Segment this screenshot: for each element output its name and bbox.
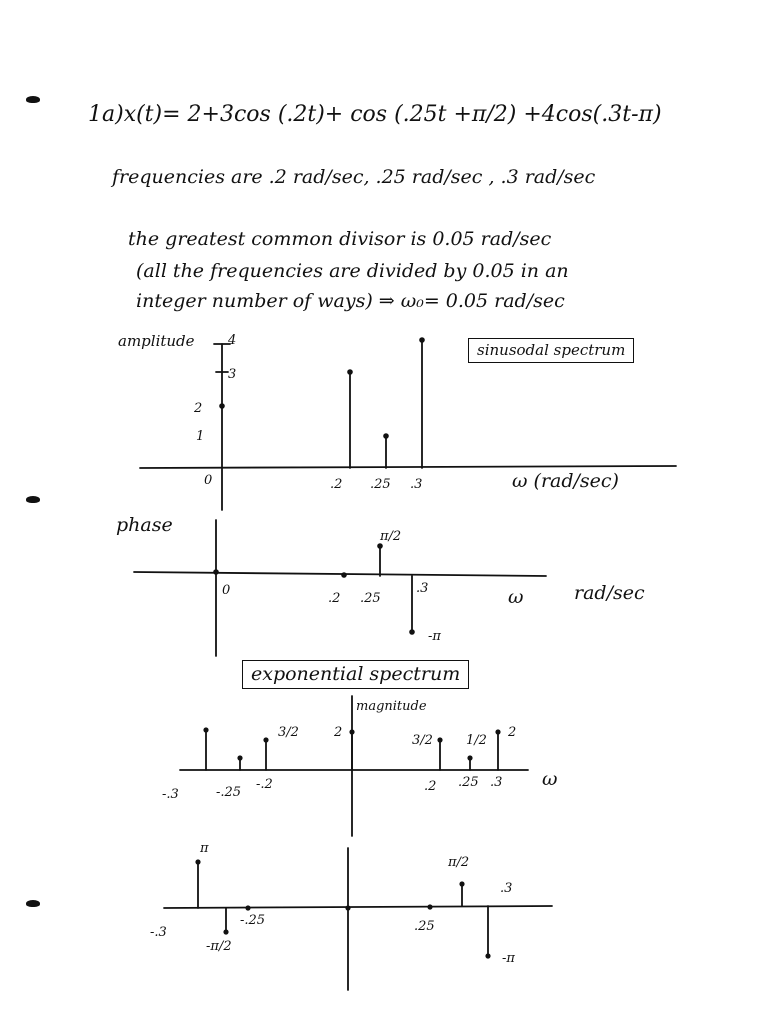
exp-mag-point [437, 737, 443, 743]
x-tick-label: .3 [410, 477, 423, 492]
y-tick-label: 3 [228, 367, 237, 382]
x-tick-label: .3 [416, 581, 429, 596]
amplitude-point [419, 337, 425, 343]
exponential-spectrum-box: exponential spectrum [242, 660, 470, 689]
exp-mag-point [203, 727, 209, 733]
x-tick-label: -.25 [216, 785, 242, 800]
gcd-line: the greatest common divisor is 0.05 rad/… [128, 228, 552, 250]
magnitude-label: 1/2 [466, 733, 487, 748]
x-tick-label: -.3 [162, 787, 179, 802]
exp-phase-point [223, 929, 229, 935]
exp-phase-point [427, 904, 433, 910]
margin-bullet [26, 900, 40, 907]
phase-point [341, 572, 347, 578]
magnitude-label: 2 [334, 725, 343, 740]
phase-x-axis [133, 571, 547, 577]
exp-phase-point [195, 859, 201, 865]
exp-phase-point [459, 881, 465, 887]
phase-unit-label: rad/sec [574, 582, 645, 604]
amplitude-axis-label: amplitude [118, 332, 195, 350]
exp-mag-point [263, 737, 269, 743]
exp-phase-x-axis [163, 905, 553, 909]
x-tick-label: .25 [360, 591, 381, 606]
x-tick-label: -.2 [256, 777, 273, 792]
magnitude-label: 3/2 [278, 725, 299, 740]
y-tick-label: 2 [194, 401, 203, 416]
x-tick-label: .2 [330, 477, 343, 492]
phase-point [377, 543, 383, 549]
x-tick-label: .3 [500, 881, 513, 896]
magnitude-label: 3/2 [412, 733, 433, 748]
exp-mag-point [495, 729, 501, 735]
x-tick-label: -.3 [150, 925, 167, 940]
magnitude-label: 2 [508, 725, 517, 740]
equation-line: 1a)x(t)= 2+3cos (.2t)+ cos (.25t +π/2) +… [88, 102, 662, 127]
amplitude-x-axis-label: ω (rad/sec) [512, 470, 619, 492]
y-tick-label: 1 [196, 429, 205, 444]
x-tick-label: .2 [424, 779, 437, 794]
magnitude-omega-label: ω [542, 768, 558, 790]
amplitude-x-axis [139, 465, 677, 469]
amplitude-point [347, 369, 353, 375]
exp-phase-label: -π [502, 951, 515, 966]
phase-omega-label: ω [508, 586, 524, 608]
x-tick-label: .25 [414, 919, 435, 934]
phase-axis-label: phase [116, 514, 173, 536]
exp-phase-label: π/2 [448, 855, 470, 870]
exp-mag-point [467, 755, 473, 761]
phase-bottom-label: -π [428, 629, 441, 644]
x-tick-label: .3 [490, 775, 503, 790]
x-tick-label: .2 [328, 591, 341, 606]
x-tick-label: .25 [458, 775, 479, 790]
exp-phase-point [345, 905, 351, 911]
origin-label: 0 [222, 583, 231, 598]
exp-phase-point [245, 905, 251, 911]
margin-bullet [26, 96, 40, 103]
y-tick-label: 4 [228, 333, 237, 348]
amplitude-point [383, 433, 389, 439]
exp-mag-point [349, 729, 355, 735]
exp-phase-label: -π/2 [206, 939, 232, 954]
amplitude-point [219, 403, 225, 409]
origin-label: 0 [204, 473, 213, 488]
exp-phase-label: π [200, 841, 209, 856]
frequencies-line: frequencies are .2 rad/sec, .25 rad/sec … [112, 166, 596, 188]
phase-point [213, 569, 219, 575]
exp-phase-point [485, 953, 491, 959]
x-tick-label: .25 [370, 477, 391, 492]
phase-top-label: π/2 [380, 529, 402, 544]
x-tick-label: -.25 [240, 913, 266, 928]
exp-mag-point [237, 755, 243, 761]
magnitude-axis-label: magnitude [356, 699, 427, 714]
phase-point [409, 629, 415, 635]
fundamental-line: integer number of ways) ⇒ ω₀= 0.05 rad/s… [136, 290, 565, 312]
explanation-line: (all the frequencies are divided by 0.05… [136, 260, 569, 282]
margin-bullet [26, 496, 40, 503]
sinusoidal-spectrum-box: sinusodal spectrum [468, 338, 635, 363]
